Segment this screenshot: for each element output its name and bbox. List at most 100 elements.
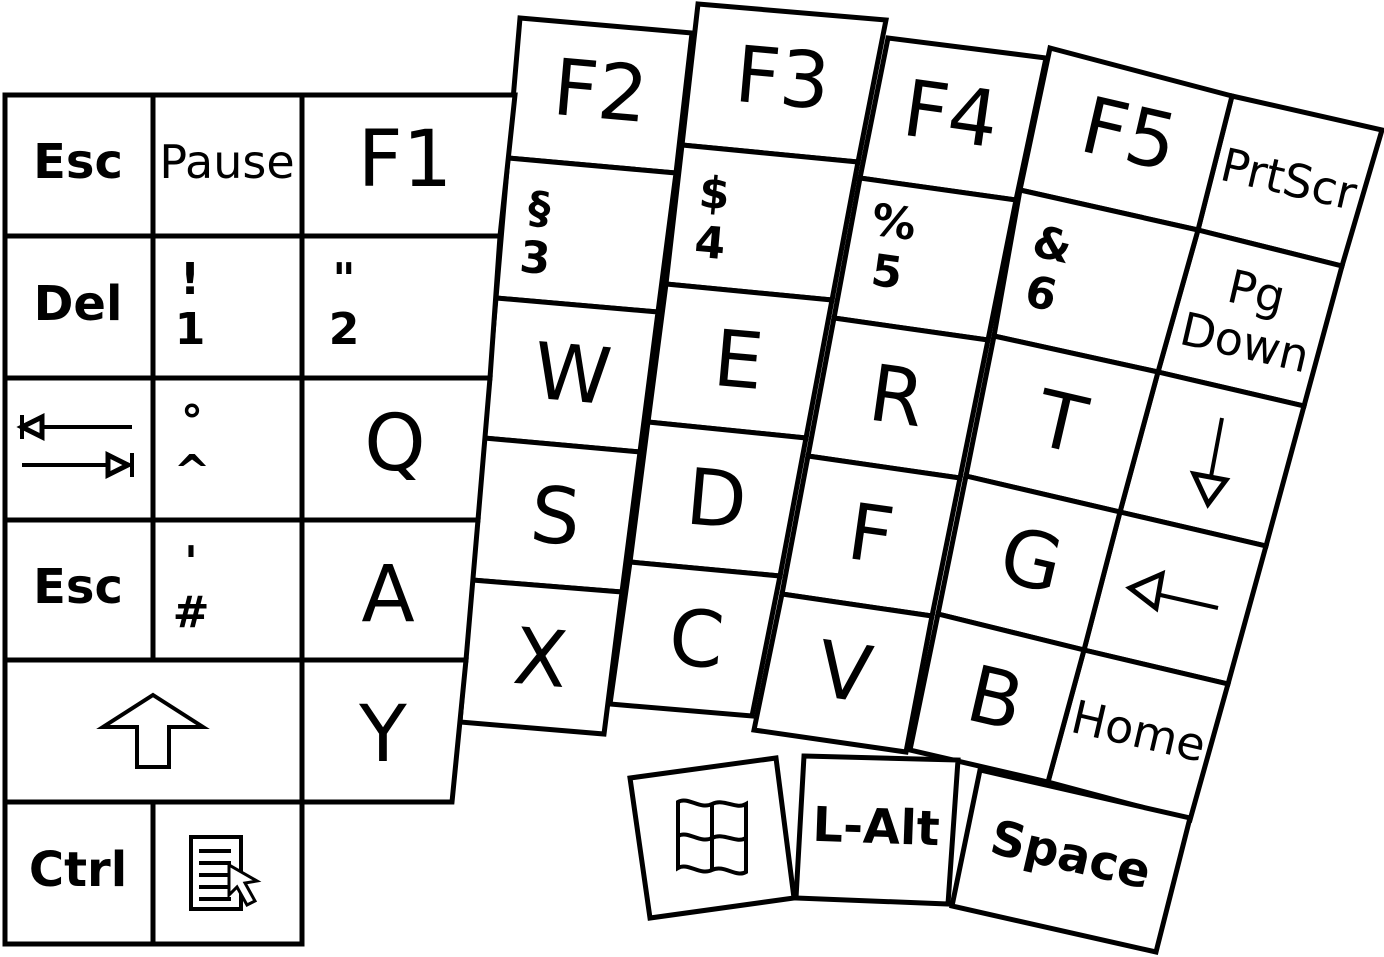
- key-esc-mid-label: Esc: [33, 559, 123, 615]
- key-pause-label: Pause: [159, 135, 294, 189]
- key-home: Home: [1044, 647, 1232, 824]
- key-digit-1: !1: [150, 233, 305, 381]
- key-digit-3-label-line: 3: [518, 232, 553, 285]
- key-del-label: Del: [34, 276, 123, 332]
- key-f2-label-line: F2: [549, 44, 651, 142]
- shift-arrow-icon: [96, 692, 210, 769]
- key-r-label: R: [864, 349, 930, 446]
- key-d: D: [627, 419, 809, 579]
- key-digit-3-label: §3: [518, 182, 557, 285]
- key-w-label: W: [530, 327, 615, 423]
- key-r-label-line: R: [864, 349, 930, 446]
- key-esc-mid: Esc: [2, 517, 156, 663]
- key-shift-outline: [2, 657, 305, 805]
- key-v-outline: [751, 591, 935, 755]
- key-f4-label-line: F4: [898, 64, 1004, 166]
- key-r: R: [805, 315, 991, 481]
- key-digit-5-outline: [831, 175, 1019, 343]
- key-digit-1-label: !1: [175, 254, 206, 355]
- left-arrow-icon: [1125, 569, 1219, 613]
- key-space-outline: [949, 766, 1194, 955]
- key-digit-5-label: %5: [861, 194, 919, 300]
- key-digit-2-label-line: 2: [329, 304, 360, 355]
- key-c-label: C: [665, 593, 727, 687]
- key-f3: F3: [679, 1, 889, 165]
- key-digit-4-label-line: 4: [693, 217, 728, 270]
- key-f4-label: F4: [898, 64, 1004, 166]
- key-c-label-line: C: [665, 593, 727, 687]
- key-lalt-outline: [793, 753, 961, 907]
- key-digit-1-label-line: 1: [175, 304, 206, 355]
- down-arrow-icon: [1189, 417, 1231, 509]
- key-digit-4-label-line: $: [697, 167, 732, 220]
- key-f5-label-line: F5: [1073, 81, 1185, 190]
- key-g: G: [935, 472, 1124, 654]
- key-digit-4-outline: [663, 142, 861, 303]
- key-f4: F4: [857, 35, 1050, 203]
- key-esc-top-label-line: Esc: [33, 134, 123, 190]
- key-e-label-line: E: [710, 315, 767, 409]
- key-c: C: [607, 559, 783, 719]
- key-digit-1-label-line: !: [180, 254, 200, 305]
- key-hash-label-line: #: [173, 587, 210, 638]
- key-digit-5: %5: [831, 175, 1019, 343]
- key-e-label: E: [710, 315, 767, 409]
- key-f: F: [779, 453, 963, 619]
- context-menu-icon: [189, 835, 262, 911]
- key-hash-label: '#: [173, 537, 210, 638]
- key-a: A: [299, 517, 481, 663]
- key-pause: Pause: [150, 92, 305, 239]
- key-y: Y: [299, 657, 469, 805]
- key-tab: [2, 375, 156, 523]
- key-digit-4-label: $4: [693, 167, 732, 270]
- key-caret-label: °^: [174, 396, 211, 497]
- key-v: V: [751, 591, 935, 755]
- key-v-label-line: V: [812, 625, 877, 722]
- key-f5-label: F5: [1073, 81, 1185, 190]
- key-ctrl: Ctrl: [2, 799, 156, 947]
- key-q-label-line: Q: [364, 399, 425, 489]
- key-lalt-label-line: L-Alt: [812, 797, 941, 857]
- key-t: T: [963, 333, 1162, 515]
- key-f3-label: F3: [731, 31, 833, 129]
- windows-logo-icon: [676, 798, 748, 876]
- key-e: E: [645, 281, 835, 441]
- key-space: Space: [949, 766, 1194, 955]
- key-f1: F1: [299, 92, 518, 239]
- key-w: W: [481, 295, 661, 455]
- key-pause-label-line: Pause: [159, 135, 294, 189]
- key-b: B: [907, 610, 1088, 785]
- key-pgdown-label-line: Pg: [1223, 259, 1291, 324]
- key-digit-5-label-line: 5: [868, 245, 905, 300]
- key-c-outline: [607, 559, 783, 719]
- key-b-outline: [907, 610, 1088, 785]
- key-digit-3-label-line: §: [526, 182, 552, 235]
- key-esc-mid-label-line: Esc: [33, 559, 123, 615]
- key-f2: F2: [505, 15, 695, 176]
- key-x: X: [457, 577, 625, 737]
- key-v-label: V: [812, 625, 877, 722]
- key-digit-2-label: "2: [329, 254, 360, 355]
- key-y-outline: [299, 657, 469, 805]
- key-digit-5-label-line: %: [868, 194, 919, 251]
- key-f3-label-line: F3: [731, 31, 833, 129]
- key-caret-label-line: °: [181, 396, 203, 447]
- tab-icon: [16, 412, 134, 480]
- key-ctrl-label: Ctrl: [29, 842, 127, 898]
- key-s-label: S: [527, 471, 584, 565]
- key-f1-label-line: F1: [358, 115, 453, 205]
- key-caret: °^: [150, 375, 305, 523]
- key-f2-label: F2: [549, 44, 651, 142]
- key-y-label-line: Y: [358, 690, 407, 780]
- key-digit-2: "2: [299, 233, 503, 381]
- key-esc-top: Esc: [2, 92, 156, 239]
- key-a-label-line: A: [361, 550, 414, 640]
- key-digit-3: §3: [493, 155, 679, 315]
- key-a-label: A: [361, 550, 414, 640]
- key-caret-label-line: ^: [174, 446, 211, 497]
- key-del: Del: [2, 233, 156, 381]
- key-f1-label: F1: [358, 115, 453, 205]
- key-d-label: D: [683, 453, 751, 548]
- key-s: S: [469, 435, 643, 595]
